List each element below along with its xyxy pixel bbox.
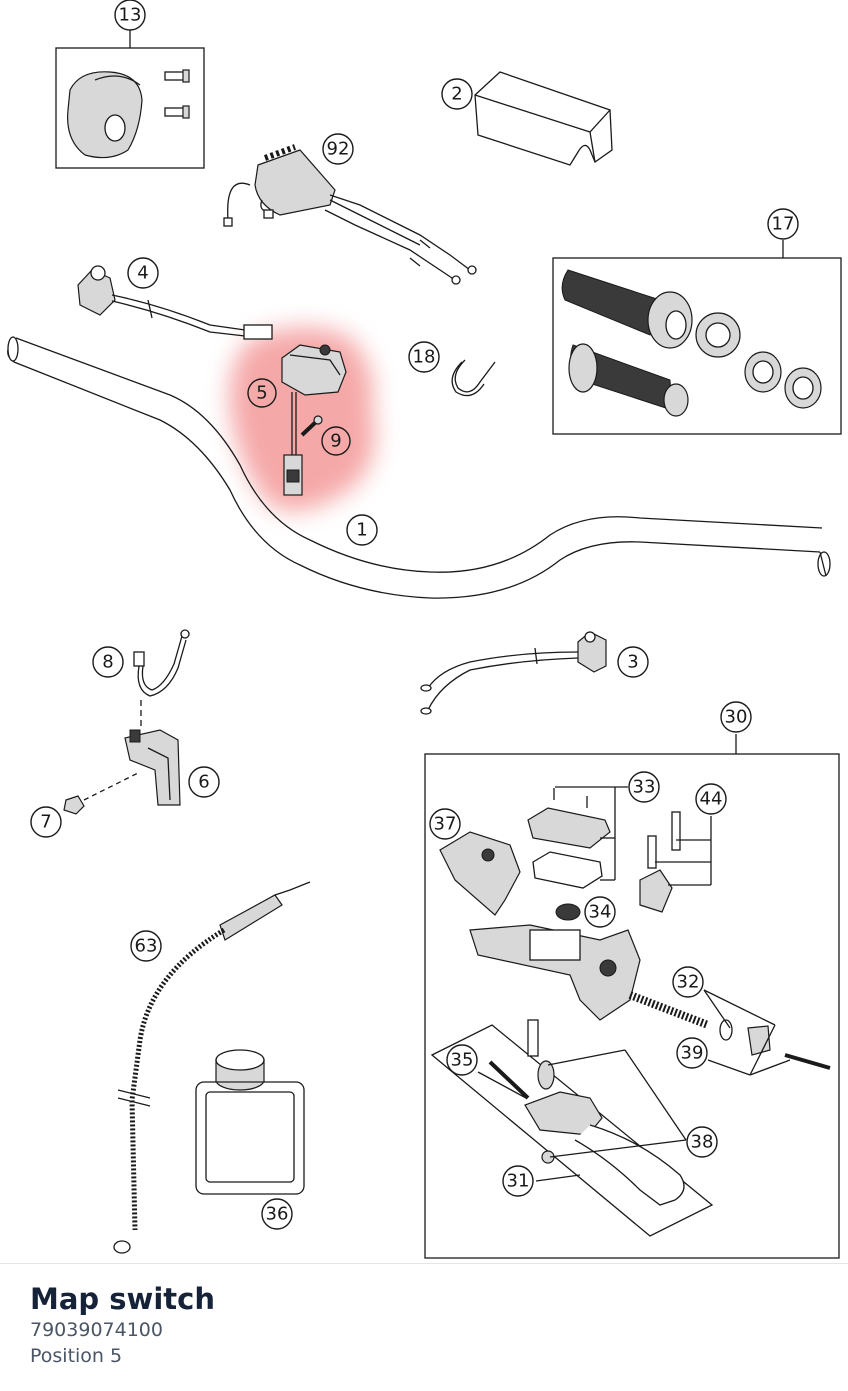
- svg-text:4: 4: [137, 263, 148, 284]
- exploded-parts-diagram: 13 2 92 17 4 18 5 9 1 8 3 30 6 33 44 7 3…: [7, 0, 842, 1259]
- svg-text:92: 92: [327, 139, 350, 160]
- svg-text:3: 3: [627, 652, 638, 673]
- part-13-throttle-housing[interactable]: [55, 47, 205, 169]
- callout-32[interactable]: 32: [672, 966, 704, 998]
- callout-9[interactable]: 9: [321, 426, 351, 456]
- svg-text:9: 9: [330, 431, 341, 452]
- part-info-panel: Map switch 79039074100 Position 5: [0, 1263, 848, 1391]
- svg-text:17: 17: [772, 214, 795, 235]
- callout-30[interactable]: 30: [720, 701, 752, 733]
- leader-lines: [477, 786, 791, 1182]
- svg-text:7: 7: [40, 812, 51, 833]
- callout-6[interactable]: 6: [188, 766, 220, 798]
- svg-text:33: 33: [633, 777, 656, 798]
- callout-3[interactable]: 3: [617, 646, 649, 678]
- callout-38[interactable]: 38: [686, 1126, 718, 1158]
- callout-8[interactable]: 8: [92, 646, 124, 678]
- part-1-handlebar[interactable]: [7, 336, 831, 599]
- svg-text:31: 31: [507, 1171, 530, 1192]
- callout-92[interactable]: 92: [322, 133, 354, 165]
- svg-text:6: 6: [198, 772, 209, 793]
- part-6-switch-bracket[interactable]: [124, 729, 181, 806]
- callout-31[interactable]: 31: [502, 1165, 534, 1197]
- callout-17[interactable]: 17: [767, 208, 799, 240]
- callout-13[interactable]: 13: [114, 0, 146, 31]
- part-5-map-switch[interactable]: [281, 344, 347, 496]
- svg-text:35: 35: [451, 1050, 474, 1071]
- part-63-clutch-cable[interactable]: [113, 881, 311, 1254]
- part-position: Position 5: [30, 1345, 123, 1367]
- svg-text:34: 34: [589, 902, 612, 923]
- part-3-switch[interactable]: [420, 631, 607, 715]
- part-9-screw[interactable]: [300, 415, 323, 437]
- svg-text:2: 2: [451, 84, 462, 105]
- part-17-grip-set[interactable]: [552, 257, 842, 435]
- callout-36[interactable]: 36: [261, 1198, 293, 1230]
- svg-text:32: 32: [677, 972, 700, 993]
- callout-63[interactable]: 63: [130, 930, 162, 962]
- part-30-hand-brake-cylinder[interactable]: [424, 753, 840, 1259]
- callout-1[interactable]: 1: [346, 514, 378, 546]
- svg-text:63: 63: [135, 936, 158, 957]
- part-36-brake-fluid-bottle[interactable]: [195, 1049, 305, 1195]
- callout-34[interactable]: 34: [584, 896, 616, 928]
- svg-text:37: 37: [434, 814, 457, 835]
- part-name: Map switch: [30, 1282, 215, 1316]
- svg-text:39: 39: [681, 1043, 704, 1064]
- callout-44[interactable]: 44: [695, 783, 727, 815]
- svg-text:38: 38: [691, 1132, 714, 1153]
- callout-33[interactable]: 33: [628, 771, 660, 803]
- svg-text:30: 30: [725, 707, 748, 728]
- svg-text:44: 44: [700, 789, 723, 810]
- svg-text:18: 18: [413, 347, 436, 368]
- svg-text:13: 13: [119, 5, 142, 26]
- callout-39[interactable]: 39: [676, 1037, 708, 1069]
- callout-5[interactable]: 5: [247, 378, 277, 408]
- svg-text:8: 8: [102, 652, 113, 673]
- part-18-cable-tie[interactable]: [451, 359, 496, 397]
- callout-37[interactable]: 37: [429, 808, 461, 840]
- svg-text:5: 5: [256, 383, 267, 404]
- callout-35[interactable]: 35: [446, 1044, 478, 1076]
- part-4-switch[interactable]: [77, 265, 273, 340]
- svg-text:36: 36: [266, 1204, 289, 1225]
- part-7-nut[interactable]: [63, 771, 141, 815]
- part-number: 79039074100: [30, 1319, 163, 1341]
- part-92-throttle-cable-assembly[interactable]: [223, 144, 477, 285]
- callout-2[interactable]: 2: [441, 78, 473, 110]
- callout-4[interactable]: 4: [127, 257, 159, 289]
- callout-18[interactable]: 18: [408, 341, 440, 373]
- part-2-handlebar-pad[interactable]: [474, 71, 613, 166]
- callout-7[interactable]: 7: [30, 806, 62, 838]
- svg-text:1: 1: [356, 520, 367, 541]
- part-8-button-switch[interactable]: [133, 629, 190, 730]
